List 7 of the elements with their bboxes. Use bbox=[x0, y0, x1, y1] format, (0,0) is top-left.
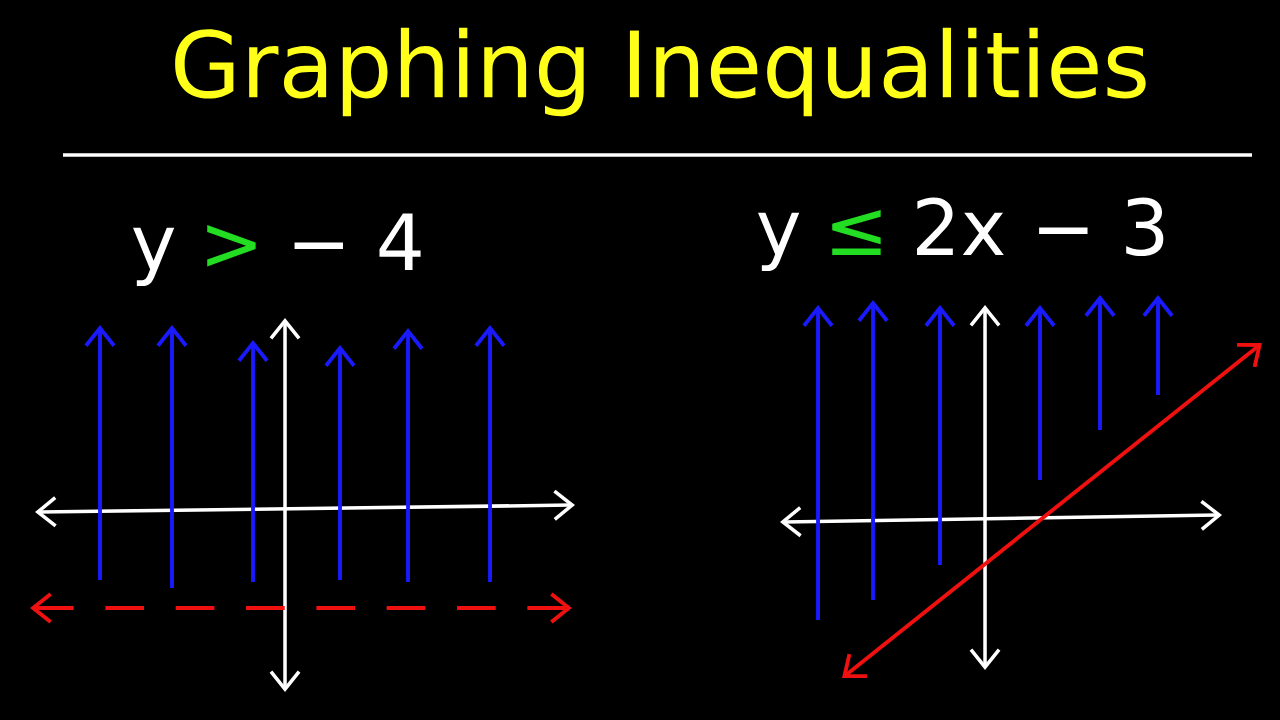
inequality-sign: > bbox=[207, 225, 256, 267]
variable-label: y bbox=[133, 227, 175, 287]
expression-label: 2x − 3 bbox=[917, 197, 1164, 257]
title: Graphing Inequalities bbox=[175, 27, 1146, 117]
inequality-sign: ≤ bbox=[832, 209, 881, 255]
expression-label: − 4 bbox=[294, 213, 421, 270]
variable-label: y bbox=[758, 212, 800, 272]
